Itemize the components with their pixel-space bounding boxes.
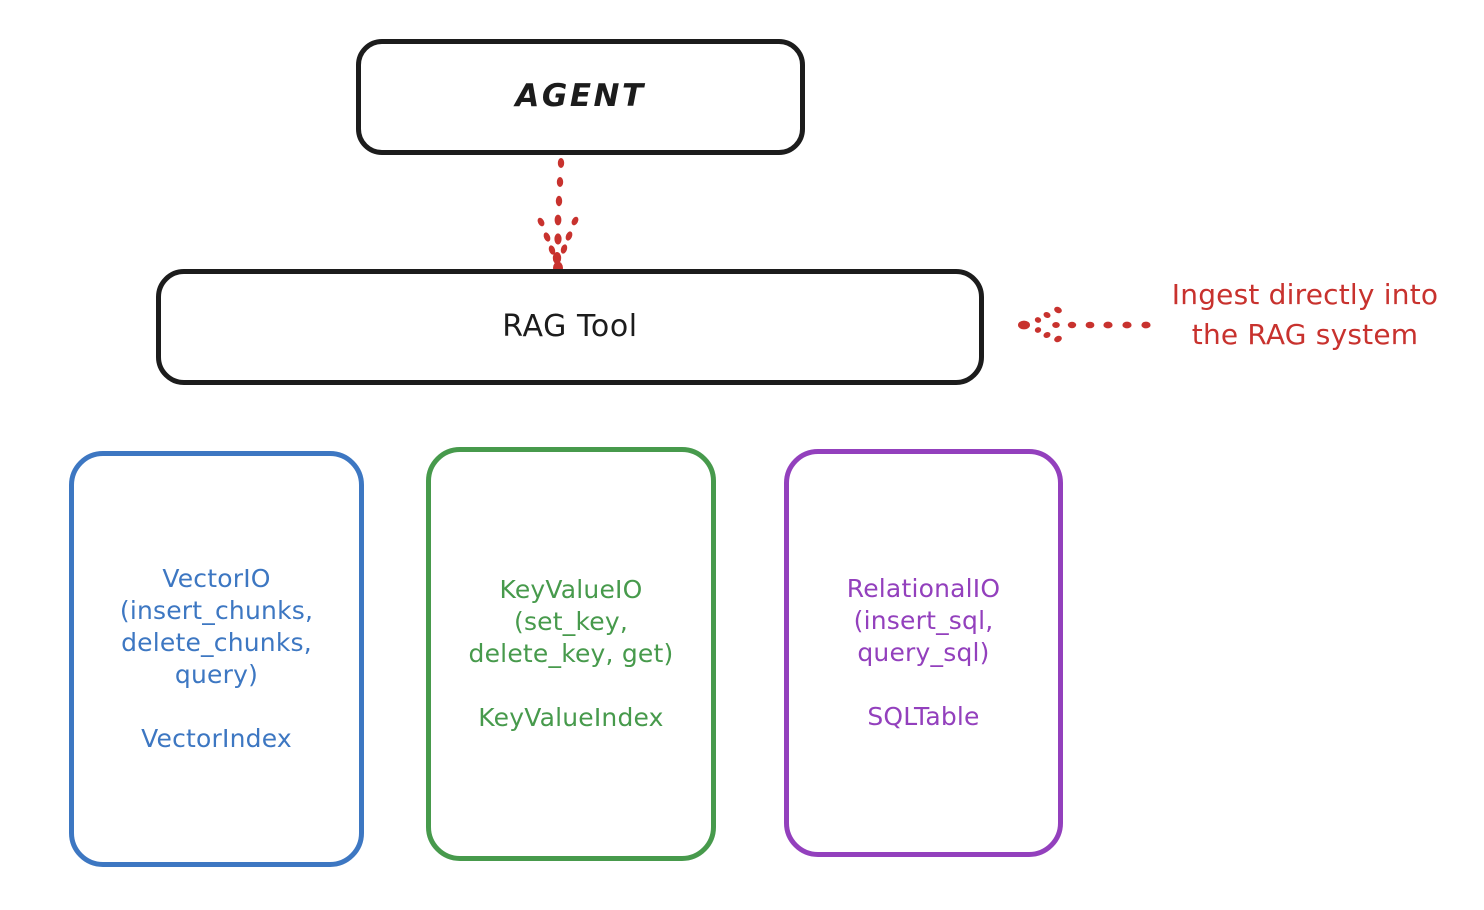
vector-io-node-label: VectorIO (insert_chunks, delete_chunks, … [119,564,314,753]
key-value-io-node-label: KeyValueIO (set_key, delete_key, get) Ke… [468,575,674,732]
rag-tool-node[interactable]: RAG Tool [156,269,984,385]
key-value-io-node[interactable]: KeyValueIO (set_key, delete_key, get) Ke… [426,447,716,861]
relational-io-node-label: RelationalIO (insert_sql, query_sql) SQL… [846,574,1001,731]
ingest-annotation-text: Ingest directly into the RAG system [1171,278,1439,351]
relational-io-node[interactable]: RelationalIO (insert_sql, query_sql) SQL… [784,449,1063,857]
agent-node-label: AGENT [515,78,646,115]
agent-node[interactable]: AGENT [356,39,805,155]
vector-io-node[interactable]: VectorIO (insert_chunks, delete_chunks, … [69,451,364,867]
agent-to-rag-tool-arrow [537,158,579,275]
ingest-pointer-arrow [1018,306,1151,343]
rag-tool-node-label: RAG Tool [502,308,638,344]
